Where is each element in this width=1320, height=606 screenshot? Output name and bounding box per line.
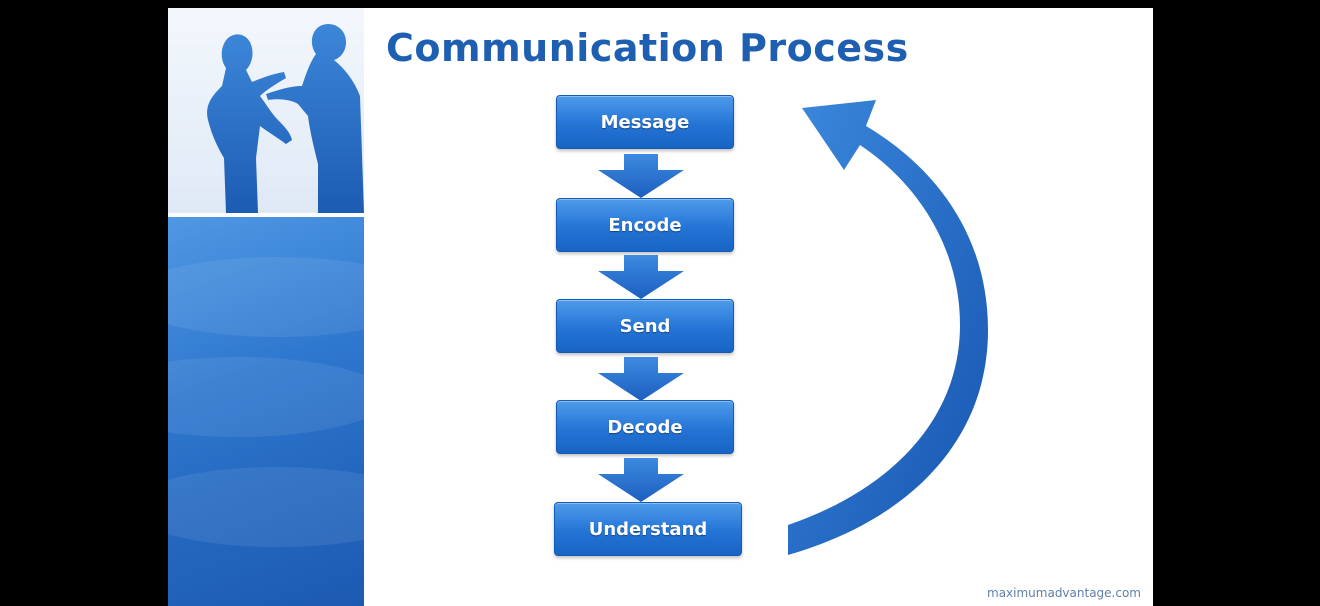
- step-send: Send: [556, 299, 734, 353]
- slide-title: Communication Process: [386, 26, 909, 70]
- panel-wave: [168, 257, 364, 337]
- cycle-arrow-icon: [788, 100, 988, 555]
- panel-wave: [168, 467, 364, 547]
- panel-wave: [168, 357, 364, 437]
- down-arrow-icon: [598, 458, 684, 502]
- step-message: Message: [556, 95, 734, 149]
- down-arrow-icon: [598, 357, 684, 401]
- watermark-text: maximumadvantage.com: [987, 586, 1141, 600]
- step-understand: Understand: [554, 502, 742, 556]
- silhouette-photo: [168, 8, 364, 213]
- step-encode: Encode: [556, 198, 734, 252]
- down-arrow-icon: [598, 255, 684, 299]
- silhouettes-image: [207, 23, 364, 213]
- slide: Communication Process Message Encode Sen…: [168, 8, 1153, 606]
- step-decode: Decode: [556, 400, 734, 454]
- down-arrow-icon: [598, 154, 684, 198]
- decorative-blue-panel: [168, 217, 364, 606]
